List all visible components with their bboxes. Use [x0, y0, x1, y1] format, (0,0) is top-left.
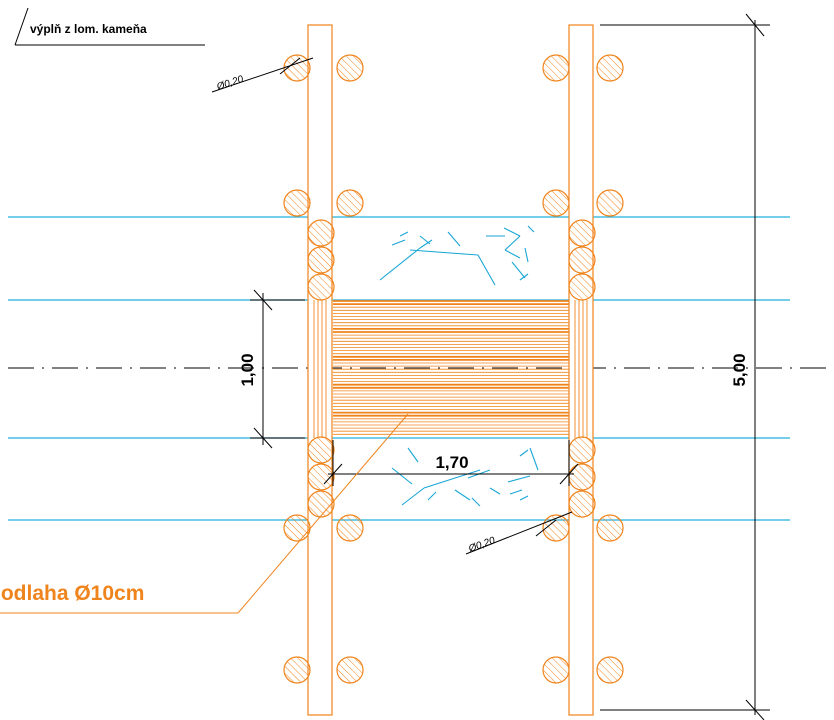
log-post	[542, 54, 570, 82]
log-post	[307, 219, 335, 247]
log-post	[307, 436, 335, 464]
dimension-opening-height	[250, 289, 305, 449]
left-beam	[307, 24, 333, 716]
log-post	[568, 219, 596, 247]
stone-fill-bottom	[391, 447, 539, 507]
log-post	[568, 246, 596, 274]
log-post	[596, 189, 624, 217]
fill-note-label: výplň z lom. kameňa	[30, 22, 147, 36]
log-post	[283, 656, 311, 684]
timber-beams	[307, 24, 594, 716]
log-post	[596, 54, 624, 82]
log-post	[568, 436, 596, 464]
log-posts	[283, 54, 624, 684]
log-post	[568, 463, 596, 491]
log-post	[283, 514, 311, 542]
log-post	[336, 189, 364, 217]
log-post	[542, 189, 570, 217]
floor-note-leader	[0, 413, 409, 614]
log-diameter-bottom-label: Ø0,20	[466, 535, 497, 555]
deck-planks	[333, 300, 569, 435]
dimension-total	[600, 13, 770, 720]
water-lines	[8, 216, 790, 521]
dimension-opening-width	[323, 440, 579, 486]
dimension-total-label: 5,00	[730, 353, 749, 386]
log-post	[307, 463, 335, 491]
log-diameter-callout-bottom	[465, 511, 573, 555]
right-beam	[568, 24, 594, 716]
stone-fill-top	[379, 225, 535, 286]
dimension-opening-height-label: 1,00	[238, 353, 257, 386]
log-post	[568, 490, 596, 518]
log-post	[336, 656, 364, 684]
log-post	[542, 514, 570, 542]
log-post	[336, 514, 364, 542]
log-post	[307, 246, 335, 274]
fill-note-leader	[14, 7, 205, 46]
dimension-opening-width-label: 1,70	[435, 453, 468, 472]
log-post	[307, 490, 335, 518]
log-post	[307, 273, 335, 301]
log-post	[336, 54, 364, 82]
log-diameter-top-label: Ø0,20	[215, 74, 246, 93]
log-post	[596, 656, 624, 684]
log-post	[596, 514, 624, 542]
deck-end-rails	[313, 300, 588, 438]
log-post	[542, 656, 570, 684]
log-post	[283, 189, 311, 217]
log-post	[568, 273, 596, 301]
log-diameter-callout-top	[211, 57, 314, 93]
floor-note-label: podlaha Ø10cm	[0, 582, 144, 605]
